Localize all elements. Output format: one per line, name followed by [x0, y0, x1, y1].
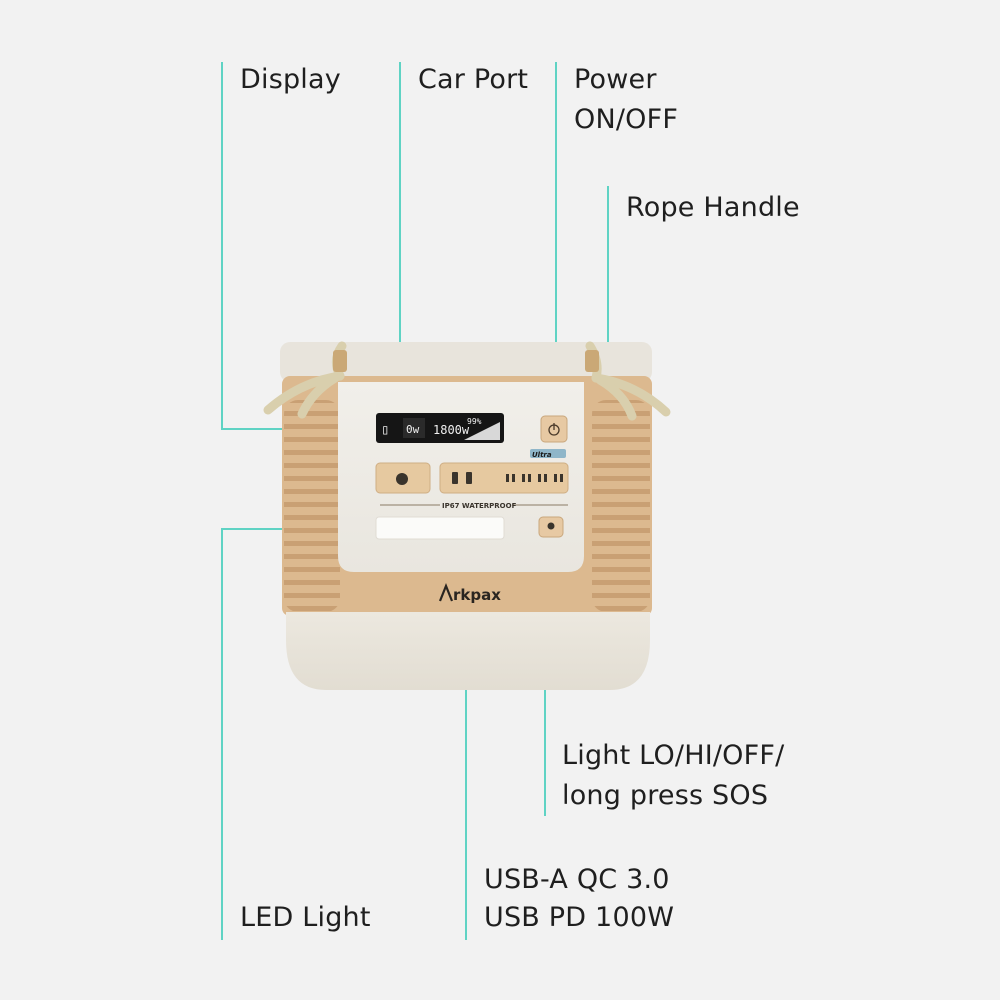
light-label-line1: Light LO/HI/OFF/ — [562, 740, 785, 771]
brand-logo-text: rkpax — [453, 586, 501, 604]
display-callout-line — [221, 62, 223, 430]
lcd-battery-bars — [464, 422, 500, 440]
lcd-output-watts: 1800w — [433, 423, 470, 437]
ultra-badge — [530, 449, 566, 458]
base-shell — [286, 612, 650, 690]
usb-label-line2: USB PD 100W — [484, 902, 675, 933]
ultra-badge-text: Ultra — [532, 451, 552, 459]
brand-logo-mark — [438, 583, 454, 602]
lcd-input-watts: 0w — [406, 423, 420, 436]
power-label-line2: ON/OFF — [574, 104, 679, 135]
power-label-line1: Power — [574, 64, 657, 95]
rope-handle-callout-line — [607, 186, 609, 352]
display-label: Display — [240, 64, 341, 95]
usb-label-line1: USB-A QC 3.0 — [484, 864, 670, 895]
led-light-callout-line — [221, 528, 223, 940]
lcd-battery: 99% — [467, 417, 482, 426]
car-port-label: Car Port — [418, 64, 529, 95]
waterproof-label: IP67 WATERPROOF — [442, 502, 517, 510]
svg-text:▯: ▯ — [381, 422, 389, 438]
usb-callout-line — [465, 478, 467, 940]
rope-handle-label: Rope Handle — [626, 192, 800, 223]
power-callout-line — [555, 62, 557, 430]
usb-ac-port-panel — [439, 462, 569, 494]
led-light-strip — [375, 516, 505, 540]
left-ribs — [284, 400, 340, 612]
light-label-line2: long press SOS — [562, 780, 769, 811]
car-port-callout-line — [399, 62, 401, 480]
right-ribs — [592, 400, 650, 612]
top-lid — [280, 342, 652, 382]
led-light-label: LED Light — [240, 902, 371, 933]
